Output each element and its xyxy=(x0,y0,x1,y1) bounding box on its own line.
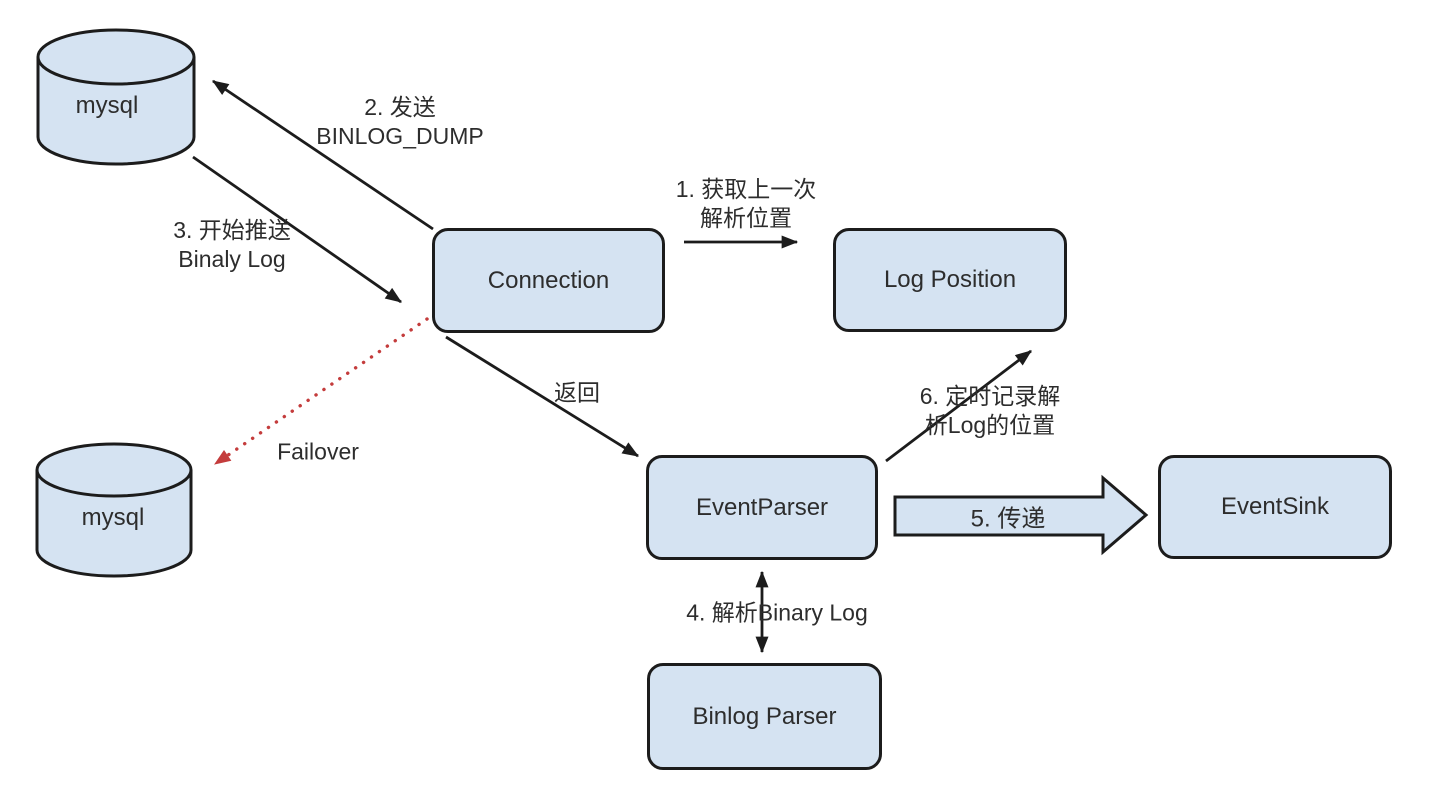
arrow-step2 xyxy=(212,79,434,231)
edge-label-step2-line2: BINLOG_DUMP xyxy=(316,123,484,149)
node-event-parser: EventParser xyxy=(646,455,878,560)
edge-label-step4-text: 4. 解析Binary Log xyxy=(686,599,868,626)
edge-label-step5: 5. 传递 xyxy=(971,499,1046,534)
node-binlog-parser-label: Binlog Parser xyxy=(692,702,837,730)
edge-label-step6: 6. 定时记录解 析Log的位置 xyxy=(920,382,1061,440)
node-event-sink: EventSink xyxy=(1158,455,1392,559)
node-connection-label: Connection xyxy=(487,266,610,294)
edge-label-step1-line1: 1. 获取上一次 xyxy=(675,176,817,202)
block-arrow-step5 xyxy=(893,474,1149,556)
edge-label-step4: 4. 解析Binary Log xyxy=(686,599,868,628)
edge-label-step2-line1: 2. 发送 xyxy=(364,94,436,120)
node-event-parser-label: EventParser xyxy=(695,493,829,521)
node-connection: Connection xyxy=(432,228,665,333)
edge-label-return-text: 返回 xyxy=(554,379,600,406)
edge-label-step5-text: 5. 传递 xyxy=(970,505,1046,533)
edge-label-return: 返回 xyxy=(554,379,600,408)
node-event-sink-label: EventSink xyxy=(1220,493,1330,520)
edge-label-failover: Failover xyxy=(277,438,359,467)
edge-label-step6-line1: 6. 定时记录解 xyxy=(919,383,1061,409)
mysql-bottom-label: mysql xyxy=(81,504,145,531)
mysql-top-cylinder-icon xyxy=(36,28,196,166)
mysql-bottom-cylinder-icon xyxy=(35,442,193,578)
arrow-step6 xyxy=(885,349,1032,463)
edge-label-step6-line2: 析Log的位置 xyxy=(924,412,1056,438)
node-log-position-label: Log Position xyxy=(883,266,1017,293)
edge-label-step1-line2: 解析位置 xyxy=(699,205,792,231)
edge-label-step2: 2. 发送 BINLOG_DUMP xyxy=(316,93,483,151)
edge-label-failover-text: Failover xyxy=(277,438,359,465)
edge-label-step3-line2: Binaly Log xyxy=(178,246,286,272)
mysql-top-label: mysql xyxy=(75,92,139,119)
node-log-position: Log Position xyxy=(833,228,1067,332)
arrow-step3 xyxy=(192,155,402,304)
arrow-return xyxy=(445,335,640,458)
edge-label-step3: 3. 开始推送 Binaly Log xyxy=(173,216,291,274)
edge-label-step1: 1. 获取上一次 解析位置 xyxy=(676,175,817,233)
edge-label-step3-line1: 3. 开始推送 xyxy=(173,217,291,243)
node-binlog-parser: Binlog Parser xyxy=(647,663,882,770)
